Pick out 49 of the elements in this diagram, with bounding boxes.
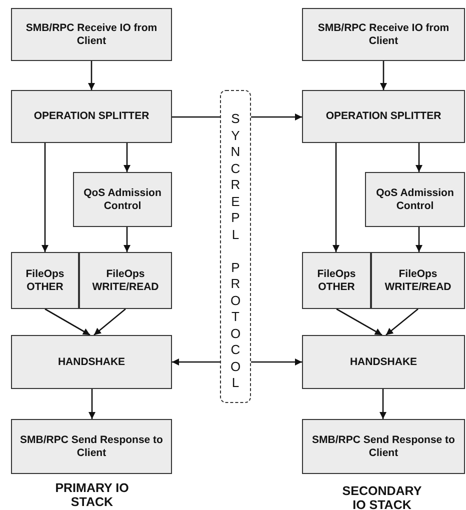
- arrow: [94, 308, 126, 336]
- process-box: [302, 8, 465, 61]
- arrow: [336, 308, 382, 336]
- box-label: HANDSHAKE: [350, 356, 418, 368]
- process-box: [302, 90, 465, 143]
- process-box: [11, 335, 172, 389]
- protocol-label: SYNCREPL PROTOCOL: [229, 111, 242, 392]
- box-label: FileOps OTHER: [316, 268, 357, 294]
- arrow: [380, 389, 386, 419]
- arrow: [416, 143, 422, 172]
- arrow: [251, 358, 302, 366]
- process-box: [73, 172, 172, 227]
- stack-label: SECONDARY IO STACK: [341, 484, 423, 510]
- box-label: OPERATION SPLITTER: [326, 110, 442, 123]
- arrow: [124, 227, 130, 252]
- box-label: SMB/RPC Receive IO from Client: [316, 22, 450, 48]
- arrow: [172, 358, 220, 366]
- arrow: [42, 143, 48, 252]
- process-box: [11, 8, 172, 61]
- arrow: [332, 143, 340, 252]
- box-label: FileOps WRITE/READ: [384, 268, 452, 294]
- box-label: QoS Admission Control: [82, 186, 162, 212]
- box-label: QoS Admission Control: [375, 186, 455, 212]
- box-label: SMB/RPC Send Response to Client: [311, 434, 456, 460]
- arrow: [124, 143, 130, 172]
- process-box: [302, 252, 371, 309]
- box-label: FileOps WRITE/READ: [91, 268, 160, 294]
- process-box: [79, 252, 172, 309]
- stack-label: PRIMARY IO STACK: [54, 481, 130, 509]
- arrow: [251, 114, 302, 120]
- arrow: [88, 61, 95, 90]
- process-box: [302, 419, 465, 474]
- arrow: [380, 61, 387, 90]
- process-box: [371, 252, 465, 309]
- arrow: [44, 308, 90, 336]
- process-box: [11, 90, 172, 143]
- box-label: SMB/RPC Send Response to Client: [19, 434, 164, 460]
- arrow: [386, 308, 418, 336]
- box-label: SMB/RPC Receive IO from Client: [24, 22, 158, 48]
- process-box: [365, 172, 465, 227]
- arrow: [416, 227, 422, 252]
- protocol-band: [220, 90, 251, 403]
- process-box: [11, 419, 172, 474]
- arrow: [88, 389, 96, 419]
- process-box: [11, 252, 79, 309]
- box-label: FileOps OTHER: [24, 268, 66, 294]
- box-label: OPERATION SPLITTER: [34, 110, 150, 123]
- box-label: HANDSHAKE: [58, 356, 126, 368]
- process-box: [302, 335, 465, 389]
